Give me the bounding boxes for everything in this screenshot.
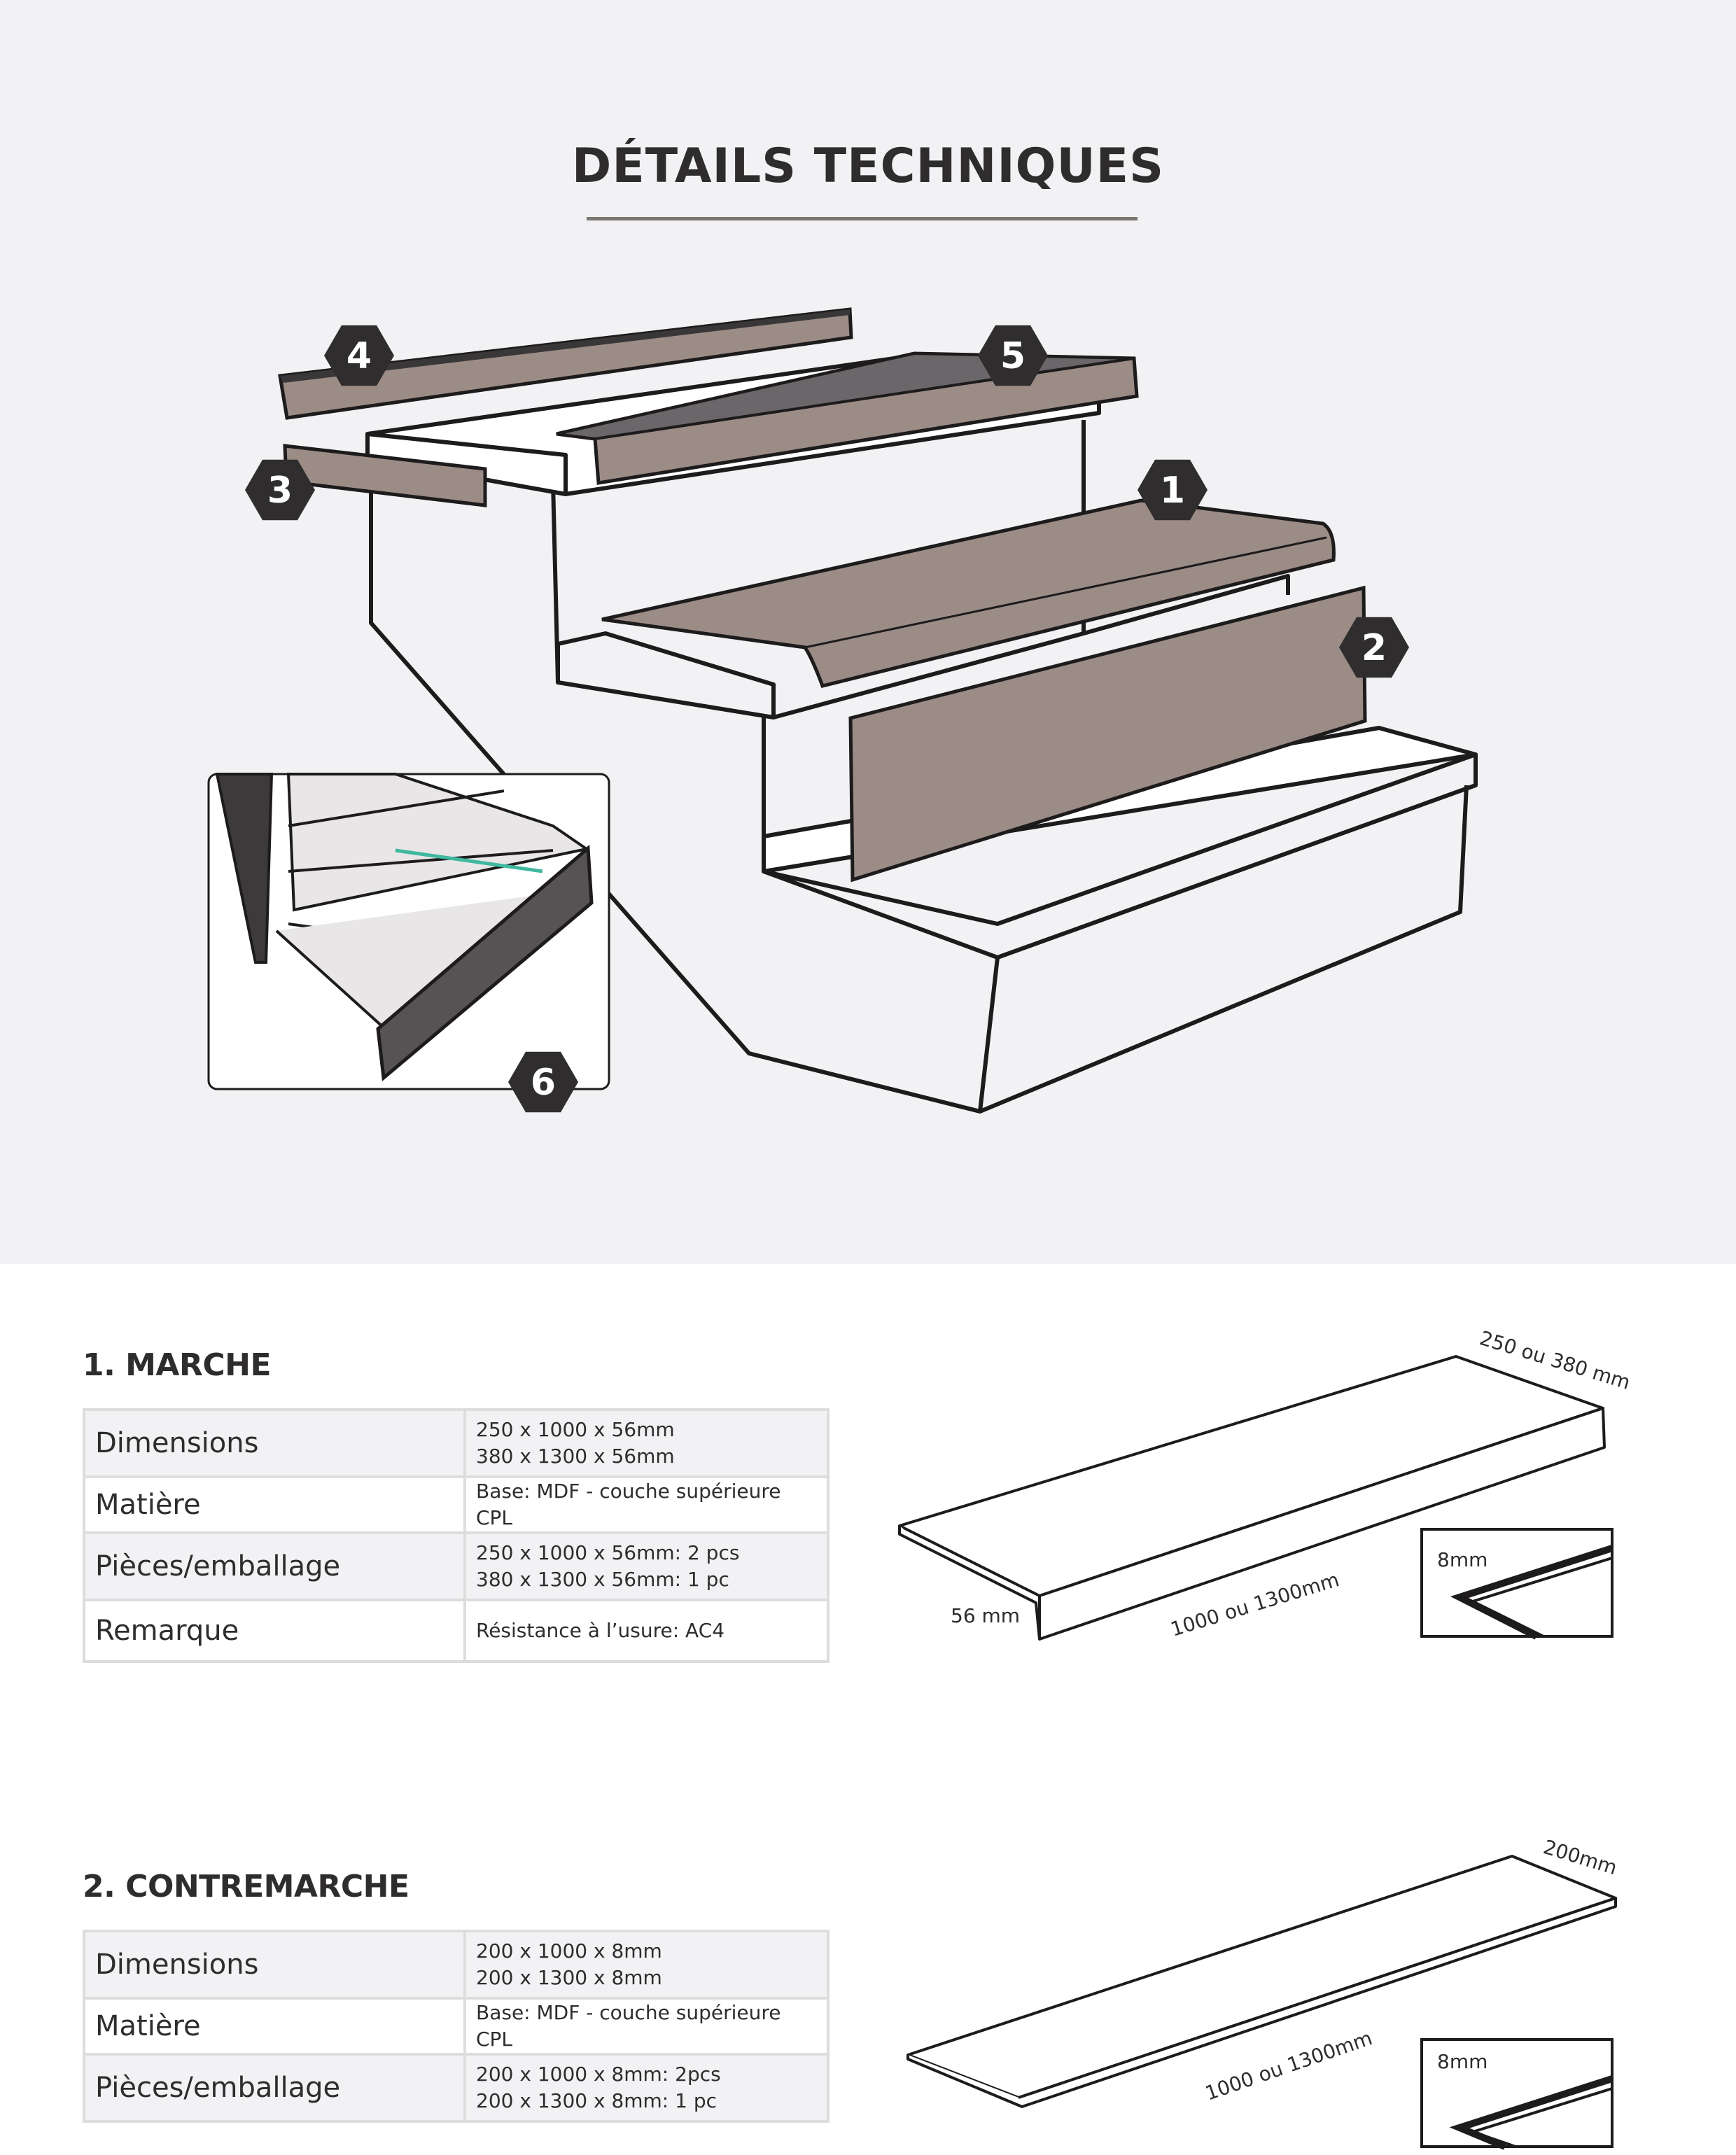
tread-thickness-detail: 8mm [1420, 1528, 1614, 1640]
section-title-marche: 1. MARCHE [83, 1347, 272, 1383]
marker-label-6: 6 [531, 1062, 556, 1104]
spec-key: Matière [83, 1475, 466, 1534]
inset-accent-line [395, 848, 543, 873]
table-row: Matière Base: MDF - couche supérieure CP… [83, 1475, 830, 1534]
spec-key: Matière [83, 1997, 466, 2056]
marker-badge-2 [1339, 617, 1409, 678]
spec-key: Remarque [83, 1599, 466, 1663]
spec-value: Base: MDF - couche supérieure CPL [463, 1997, 830, 2056]
spec-key: Dimensions [83, 1408, 466, 1478]
marker-label-2: 2 [1362, 627, 1387, 669]
top-step-slab-edge [367, 432, 568, 494]
riser-thickness-detail: 8mm [1420, 2038, 1614, 2150]
marker-badge-6 [508, 1051, 578, 1113]
staircase-diagram: 1 2 3 4 5 6 [207, 307, 1478, 1114]
spec-key: Dimensions [83, 1930, 466, 2000]
spec-key: Pièces/emballage [83, 1531, 466, 1601]
marker-label-1: 1 [1160, 470, 1185, 512]
tread-thickness-label: 8mm [1437, 1548, 1488, 1571]
tread-drawing: 250 ou 380 mm 1000 ou 1300mm 56 mm 8mm [898, 1326, 1633, 1641]
table-row: Matière Base: MDF - couche supérieure CP… [83, 1997, 830, 2056]
part-4-nosing-top [280, 309, 850, 383]
section-title-contremarche: 2. CONTREMARCHE [83, 1869, 410, 1904]
table-row: Remarque Résistance à l’usure: AC4 [83, 1599, 830, 1663]
marker-badge-1 [1138, 459, 1208, 521]
marker-label-3: 3 [267, 470, 293, 512]
spec-value: Base: MDF - couche supérieure CPL [463, 1475, 830, 1534]
riser-drawing: 200mm 1000 ou 1300mm 8mm [906, 1835, 1620, 2150]
part-2-riser [848, 585, 1367, 883]
marker-label-5: 5 [1000, 335, 1026, 377]
marker-badge-3 [245, 459, 315, 521]
tread-height-label: 56 mm [951, 1604, 1020, 1627]
middle-step-back [1083, 574, 1290, 636]
marker-label-4: 4 [346, 335, 372, 377]
marker-badge-4 [324, 325, 394, 386]
inset-part-6 [207, 773, 610, 1090]
table-row: Pièces/emballage 250 x 1000 x 56mm: 2 pc… [83, 1531, 830, 1601]
title-underline [587, 217, 1138, 220]
riser-thickness-label: 8mm [1437, 2050, 1488, 2073]
page-title: DÉTAILS TECHNIQUES [571, 139, 1165, 194]
spec-key: Pièces/emballage [83, 2053, 466, 2123]
marker-badge-5 [978, 325, 1048, 386]
upper-step-front [551, 482, 1084, 719]
part-4-nosing [278, 307, 853, 420]
middle-step-edge [556, 631, 776, 717]
part-1-tread [601, 498, 1336, 688]
lower-step-body [978, 785, 1469, 1114]
spec-value: Résistance à l’usure: AC4 [463, 1599, 830, 1663]
